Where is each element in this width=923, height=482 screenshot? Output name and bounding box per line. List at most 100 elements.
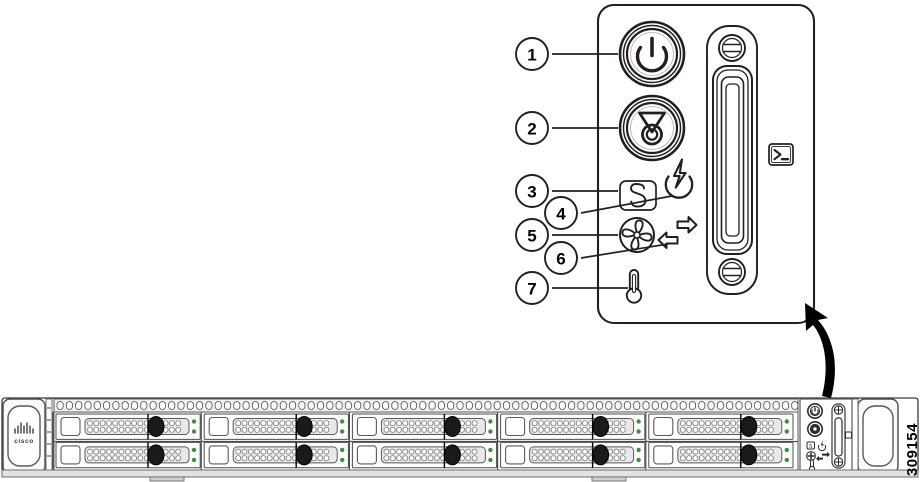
drive-handle[interactable] <box>295 444 313 466</box>
drive-latch[interactable] <box>356 445 377 465</box>
drive-bay[interactable] <box>500 441 646 469</box>
chassis-console-icon <box>845 431 852 439</box>
chassis-uid-button-icon[interactable] <box>807 421 823 437</box>
vent-hole <box>409 401 417 410</box>
vent-hole <box>754 401 762 410</box>
drive-handle[interactable] <box>443 416 461 437</box>
cisco-wordmark: cisco <box>14 438 34 445</box>
vent-hole <box>363 401 371 410</box>
callout-bubble-4: 4 <box>544 196 578 230</box>
power-button-icon[interactable] <box>618 20 686 88</box>
drive-handle[interactable] <box>147 416 165 437</box>
vent-hole <box>400 401 408 410</box>
vent-hole <box>233 401 241 410</box>
drive-latch[interactable] <box>208 445 229 465</box>
drive-latch[interactable] <box>653 416 674 437</box>
leader-4 <box>580 195 673 214</box>
drive-led-activity <box>340 419 345 424</box>
vent-hole <box>763 401 771 410</box>
temperature-status-led-icon <box>625 269 643 304</box>
drive-bay[interactable] <box>203 441 349 469</box>
drive-latch[interactable] <box>60 416 81 437</box>
vent-hole <box>707 401 715 410</box>
vent-hole <box>698 401 706 410</box>
drive-handle[interactable] <box>592 444 610 466</box>
vent-hole <box>605 401 613 410</box>
drive-bay[interactable] <box>203 413 349 440</box>
chassis-control-panel[interactable]: S <box>799 398 853 474</box>
vent-hole <box>382 401 390 410</box>
drive-handle[interactable] <box>740 444 758 466</box>
vent-hole <box>642 401 650 410</box>
callout-bubble-1: 1 <box>515 37 549 71</box>
vent-hole <box>316 401 324 410</box>
drive-bay[interactable] <box>55 413 201 440</box>
callout-bubble-3: 3 <box>515 174 549 208</box>
drive-handle[interactable] <box>740 416 758 437</box>
drive-bay[interactable] <box>648 441 794 469</box>
vent-hole <box>354 401 362 410</box>
vent-hole <box>93 401 101 410</box>
drive-handle[interactable] <box>443 444 461 466</box>
kvm-screw-top-icon[interactable] <box>718 34 746 62</box>
drive-latch[interactable] <box>505 416 526 437</box>
chassis-kvm-connector[interactable] <box>831 403 846 469</box>
unit-identification-button-icon[interactable] <box>618 94 686 162</box>
vent-hole <box>744 401 752 410</box>
vent-hole <box>614 401 622 410</box>
chassis-power-button-icon[interactable] <box>807 403 823 419</box>
vent-hole <box>186 401 194 410</box>
callout-bubble-7: 7 <box>515 271 549 305</box>
drive-bay[interactable] <box>648 413 794 440</box>
leader-6 <box>580 243 669 259</box>
vent-hole <box>772 401 780 410</box>
drive-led-status <box>636 457 641 463</box>
vent-hole <box>335 401 343 410</box>
drive-bay[interactable] <box>55 441 201 469</box>
callout-bubbles: 1 2 3 4 5 6 7 <box>515 37 578 305</box>
server-chassis: cisco <box>1 397 919 482</box>
drive-led-status <box>191 429 197 434</box>
vent-hole <box>75 401 83 410</box>
drive-bay[interactable] <box>500 413 646 440</box>
vent-hole <box>419 401 427 410</box>
callout-label-2: 2 <box>527 120 536 139</box>
vent-hole <box>196 401 204 410</box>
drive-led-activity <box>636 419 641 424</box>
drive-bay[interactable] <box>351 441 498 469</box>
vent-hole <box>782 401 790 410</box>
drive-led-activity <box>784 419 789 424</box>
drive-bay[interactable] <box>351 413 498 440</box>
drive-handle[interactable] <box>147 444 165 466</box>
vent-hole <box>437 401 445 410</box>
drive-handle[interactable] <box>295 416 313 437</box>
drive-handle[interactable] <box>592 416 610 437</box>
vent-hole <box>651 401 659 410</box>
vent-hole <box>65 401 73 410</box>
callout-label-3: 3 <box>527 183 536 202</box>
chassis-bottom-rail <box>1 469 919 482</box>
drive-led-status <box>784 429 789 434</box>
drive-latch[interactable] <box>208 416 229 437</box>
vent-hole <box>633 401 641 410</box>
vent-hole <box>670 401 678 410</box>
vent-hole <box>223 401 231 410</box>
drive-latch[interactable] <box>356 416 377 437</box>
vent-hole <box>177 401 185 410</box>
vent-hole <box>158 401 166 410</box>
system-status-led-icon <box>619 180 657 211</box>
vent-hole <box>279 401 287 410</box>
vent-hole <box>103 401 111 410</box>
drive-latch[interactable] <box>505 445 526 465</box>
vent-hole <box>484 401 492 410</box>
drive-latch[interactable] <box>60 445 81 465</box>
drive-bay-group <box>52 412 798 470</box>
vent-hole <box>372 401 380 410</box>
kvm-screw-bottom-icon[interactable] <box>718 258 746 286</box>
vent-hole <box>130 401 138 410</box>
vent-hole <box>344 401 352 410</box>
drive-latch[interactable] <box>653 445 674 465</box>
vent-hole <box>716 401 724 410</box>
left-ear-inset <box>7 405 41 467</box>
kvm-connector[interactable] <box>706 25 758 295</box>
